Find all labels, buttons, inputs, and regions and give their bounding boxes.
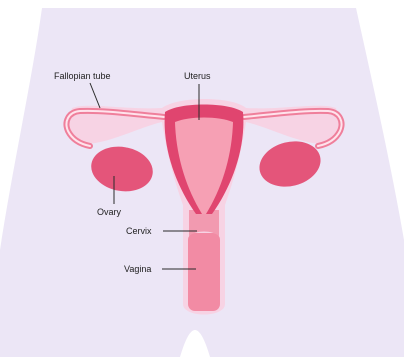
uterus-label: Uterus <box>184 71 211 81</box>
ovary-label: Ovary <box>97 207 122 217</box>
cervix-label: Cervix <box>126 226 152 236</box>
fallopian-tube-label: Fallopian tube <box>54 71 111 81</box>
vagina-label: Vagina <box>124 264 151 274</box>
vagina-shape <box>188 233 220 311</box>
